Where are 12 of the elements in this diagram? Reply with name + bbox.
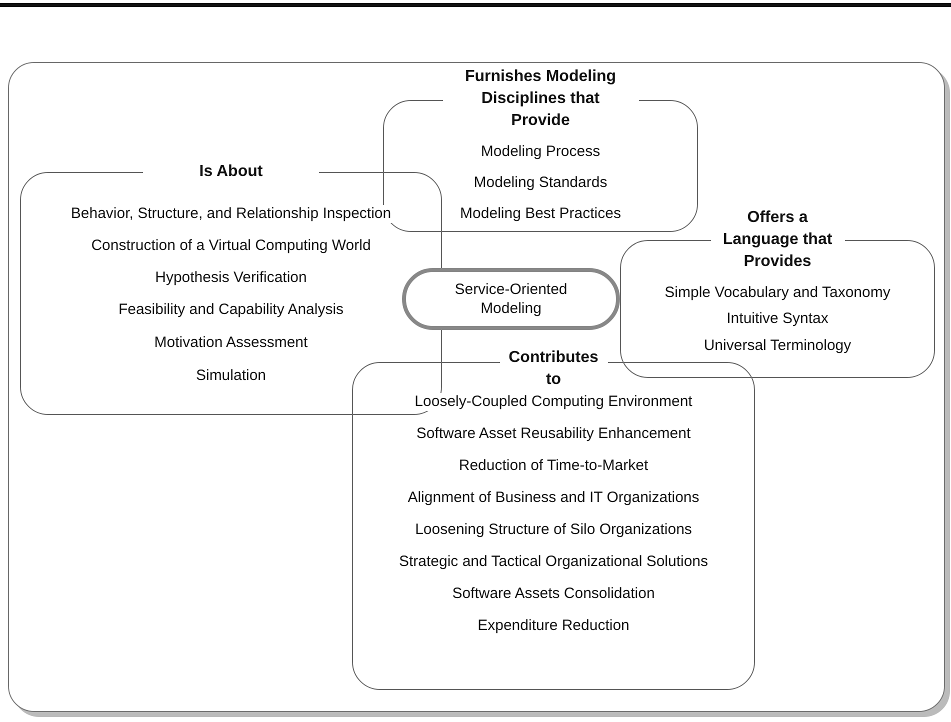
list-item: Software Asset Reusability Enhancement bbox=[414, 425, 693, 443]
list-item: Hypothesis Verification bbox=[153, 269, 309, 287]
list-item: Expenditure Reduction bbox=[476, 617, 632, 635]
list-item: Loosening Structure of Silo Organizations bbox=[413, 521, 694, 539]
list-item: Simple Vocabulary and Taxonomy bbox=[662, 284, 892, 302]
list-item: Modeling Best Practices bbox=[458, 205, 623, 223]
list-item: Alignment of Business and IT Organizations bbox=[406, 489, 702, 507]
list-item: Strategic and Tactical Organizational Solutions bbox=[396, 553, 710, 571]
node-label: Service-Oriented Modeling bbox=[454, 280, 568, 318]
list-item: Loosely-Coupled Computing Environment bbox=[412, 393, 694, 411]
list-item: Construction of a Virtual Computing World bbox=[89, 237, 373, 255]
list-item: Modeling Standards bbox=[472, 174, 610, 192]
